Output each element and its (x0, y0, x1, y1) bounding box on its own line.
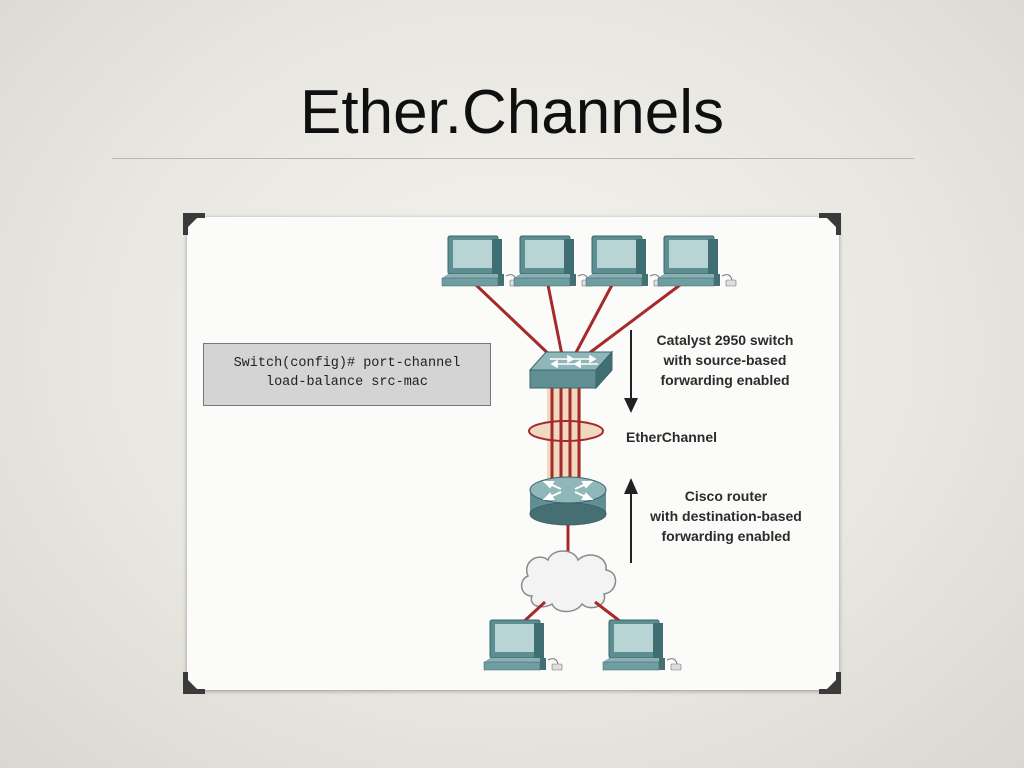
access-links (474, 283, 681, 362)
router-label-line: forwarding enabled (661, 528, 791, 544)
switch-label: Catalyst 2950 switch with source-based f… (640, 330, 810, 390)
switch-label-line: Catalyst 2950 switch (656, 332, 794, 348)
router-label-line: with destination-based (650, 508, 802, 524)
switch-label-line: with source-based (663, 352, 787, 368)
photo-corner-bottom-right (819, 672, 841, 694)
photo-corner-top-right (819, 213, 841, 235)
computer-icon (602, 619, 682, 671)
computer-icon (513, 235, 593, 287)
computer-icon (441, 235, 521, 287)
link-pc4 (579, 283, 681, 362)
etherchannel-label: EtherChannel (626, 429, 718, 445)
title-divider (112, 158, 914, 159)
etherchannel-ring (528, 420, 604, 442)
computer-icon (585, 235, 665, 287)
link-pc1 (474, 283, 557, 362)
router-label: Cisco router with destination-based forw… (636, 486, 816, 546)
router-label-line: Cisco router (684, 488, 768, 504)
command-box: Switch(config)# port-channel load-balanc… (203, 343, 491, 406)
etherchannel-bundle (528, 385, 604, 480)
arrow-up-icon (624, 478, 638, 563)
slide-title: Ether.Channels (300, 78, 724, 147)
computer-icon (483, 619, 563, 671)
router-icon (529, 476, 607, 526)
link-pc2 (546, 284, 565, 361)
diagram-panel (187, 217, 839, 690)
workgroup-switch-icon (528, 350, 614, 390)
photo-corner-bottom-left (183, 672, 205, 694)
cloud-icon (520, 550, 617, 613)
switch-label-line: forwarding enabled (660, 372, 790, 388)
computer-icon (657, 235, 737, 287)
command-line: Switch(config)# port-channel (233, 356, 461, 371)
arrow-down-icon (624, 330, 638, 413)
command-line: load-balance src-mac (265, 375, 429, 390)
link-pc3 (570, 284, 614, 361)
photo-corner-top-left (183, 213, 205, 235)
